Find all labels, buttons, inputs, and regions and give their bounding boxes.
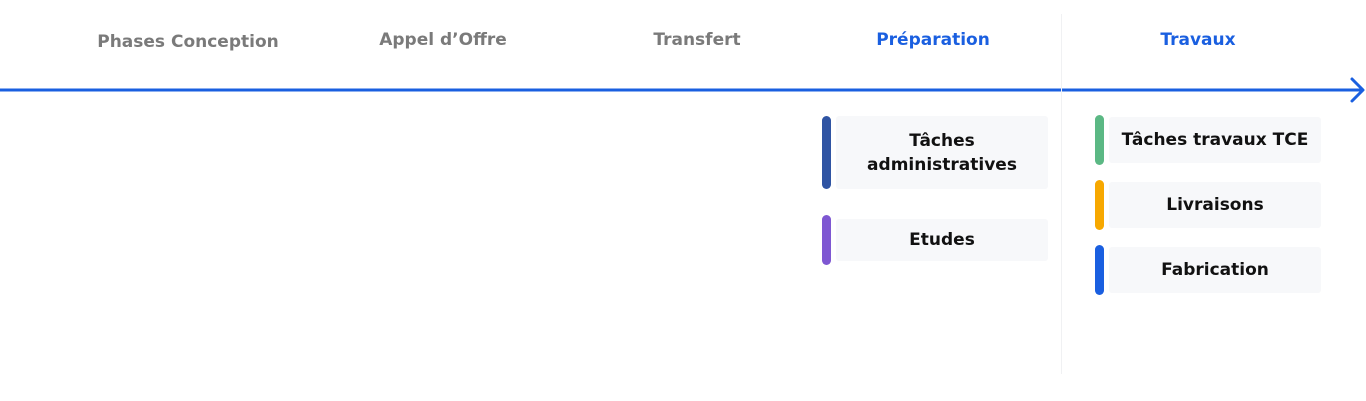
phase-label-preparation: Préparation: [876, 30, 990, 50]
timeline-arrowhead-icon: [1350, 77, 1365, 103]
task-label: Tâches travaux TCE: [1109, 117, 1321, 163]
task-label: Etudes: [836, 219, 1048, 261]
task-card-taches-administratives[interactable]: Tâches administratives: [822, 116, 1048, 189]
task-card-taches-travaux-tce[interactable]: Tâches travaux TCE: [1095, 115, 1321, 165]
task-color-bar: [1095, 115, 1104, 165]
task-label: Fabrication: [1109, 247, 1321, 293]
task-card-fabrication[interactable]: Fabrication: [1095, 245, 1321, 295]
task-label: Livraisons: [1109, 182, 1321, 228]
task-card-etudes[interactable]: Etudes: [822, 215, 1048, 265]
task-card-livraisons[interactable]: Livraisons: [1095, 180, 1321, 230]
phase-label-appel-offre: Appel d’Offre: [379, 30, 507, 50]
timeline-arrow: [0, 77, 1365, 103]
phase-divider: [1061, 14, 1062, 374]
task-color-bar: [822, 215, 831, 265]
task-color-bar: [1095, 180, 1104, 230]
task-color-bar: [822, 116, 831, 189]
task-color-bar: [1095, 245, 1104, 295]
phase-label-conception: Phases Conception: [97, 32, 279, 52]
phase-label-travaux: Travaux: [1160, 30, 1236, 50]
task-label: Tâches administratives: [836, 116, 1048, 189]
phase-label-transfert: Transfert: [653, 30, 741, 50]
